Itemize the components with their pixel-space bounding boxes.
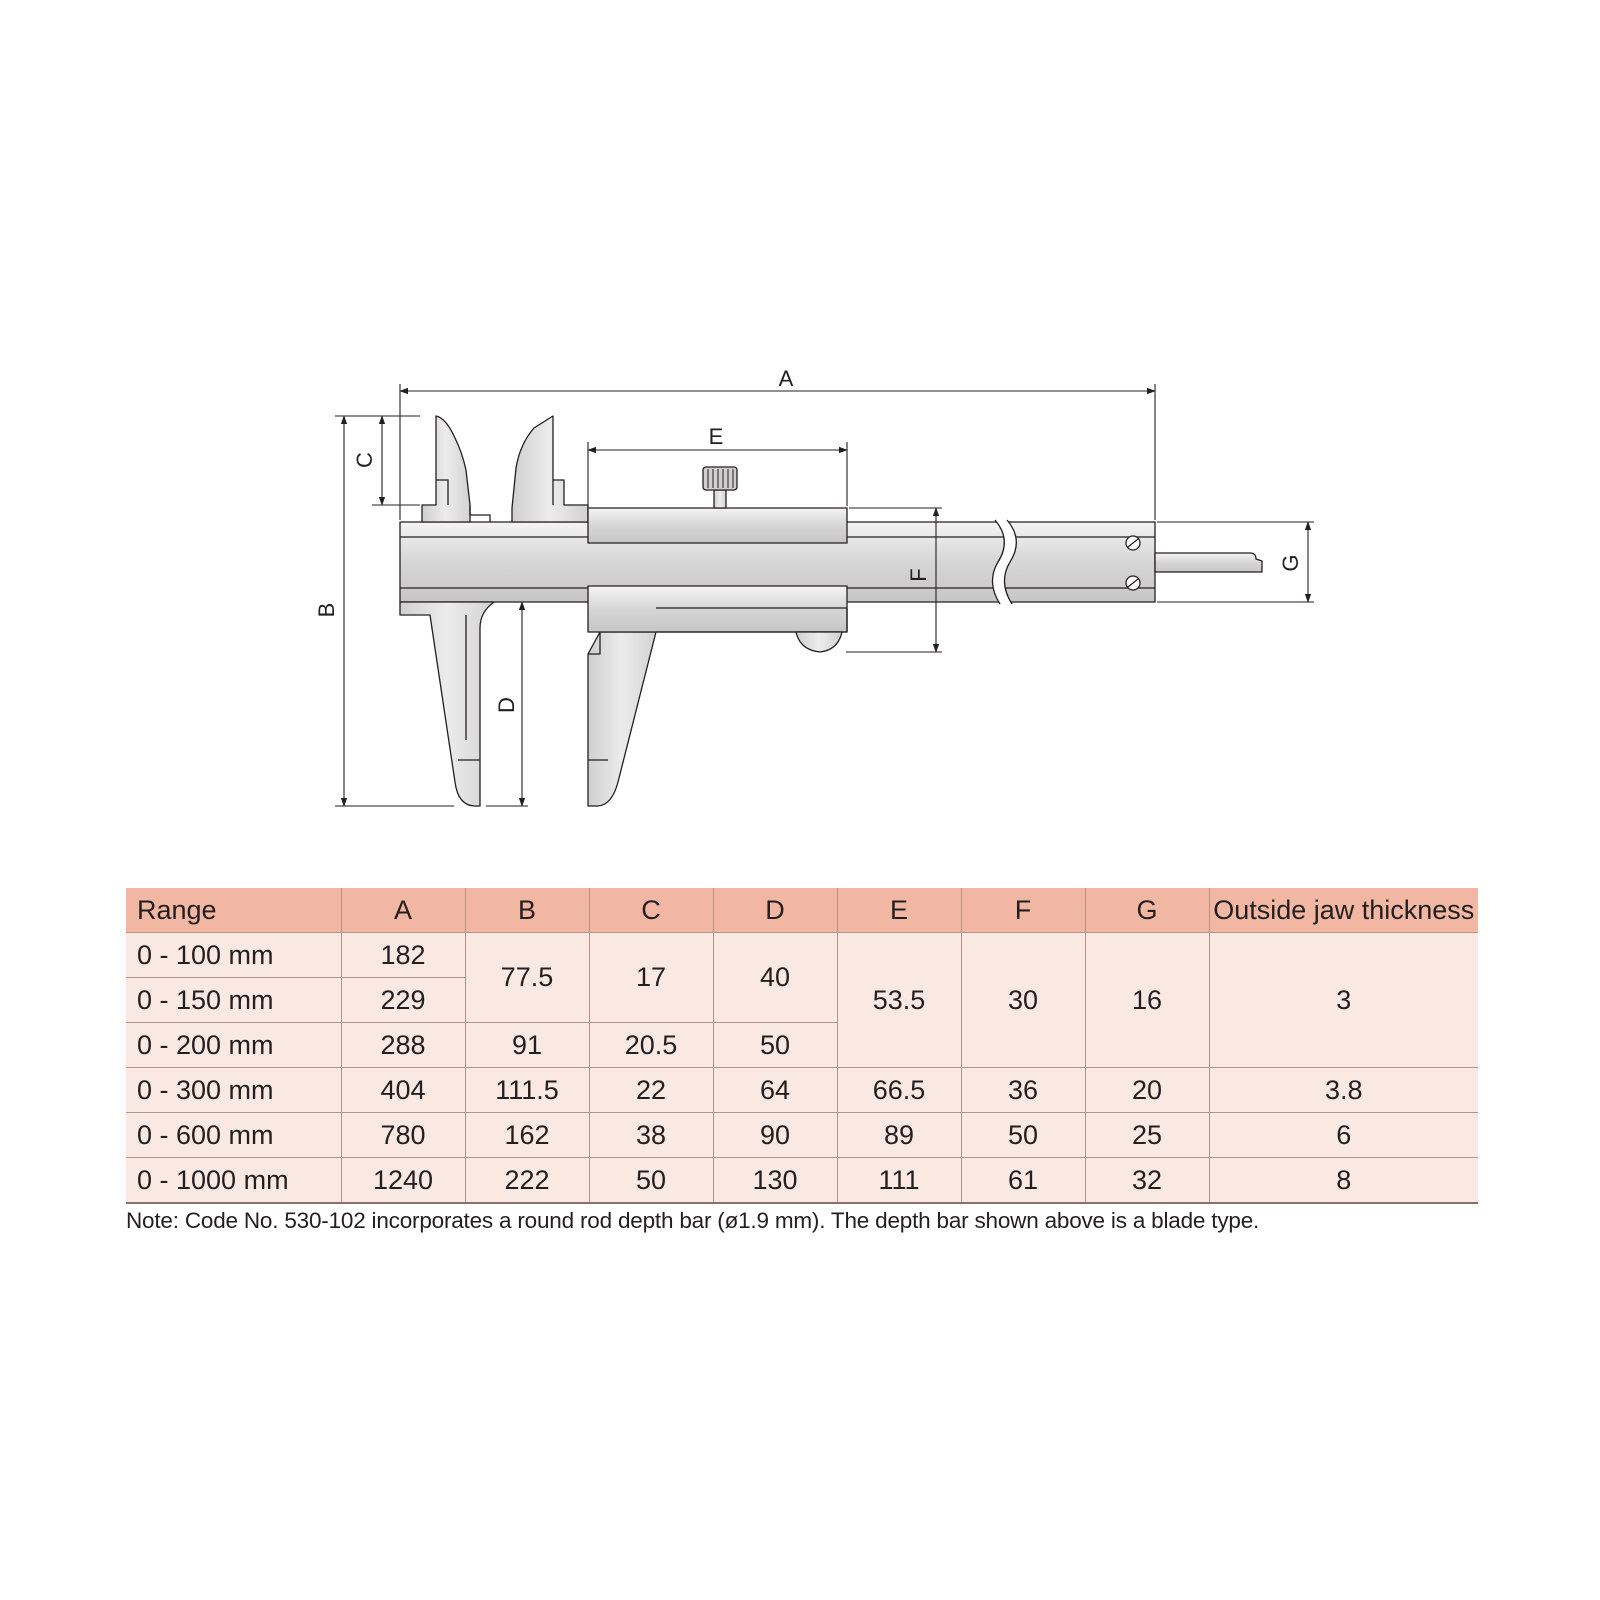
cell-range: 0 - 600 mm <box>126 1112 341 1158</box>
cell-a: 229 <box>340 977 465 1023</box>
fixed-upper-jaw <box>421 415 491 523</box>
dimension-f <box>846 507 942 653</box>
label-c: C <box>352 452 377 468</box>
label-g: G <box>1278 554 1303 571</box>
slider-body <box>587 507 848 633</box>
dimension-c <box>372 415 420 506</box>
header-a: A <box>340 888 465 933</box>
cell-a: 1240 <box>340 1157 465 1204</box>
cell-f: 30 <box>960 932 1085 1068</box>
cell-c: 38 <box>588 1112 713 1158</box>
table-row: 0 - 600 mm 780 162 38 90 89 50 25 6 <box>126 1112 1478 1158</box>
dimensions-table: Range A B C D E F G Outside jaw thicknes… <box>126 888 1478 1204</box>
table-row: 0 - 200 mm 288 91 20.5 50 <box>126 1022 1478 1068</box>
cell-thickness: 3.8 <box>1208 1067 1478 1113</box>
thumb-roller <box>795 631 843 653</box>
table-row: 0 - 100 mm 182 77.5 17 40 53.5 30 16 3 <box>126 932 1478 1068</box>
label-f: F <box>906 568 931 581</box>
cell-g: 25 <box>1084 1112 1209 1158</box>
caliper-dimension-diagram: A E B C D F G <box>314 366 1314 807</box>
cell-f: 36 <box>960 1067 1085 1113</box>
cell-g: 20 <box>1084 1067 1209 1113</box>
cell-c: 22 <box>588 1067 713 1113</box>
cell-range: 0 - 300 mm <box>126 1067 341 1113</box>
header-outside-jaw-thickness: Outside jaw thickness <box>1208 888 1478 933</box>
cell-b: 162 <box>464 1112 589 1158</box>
table-row: 0 - 1000 mm 1240 222 50 130 111 61 32 8 <box>126 1157 1478 1204</box>
label-d: D <box>494 697 519 713</box>
cell-b: 111.5 <box>464 1067 589 1113</box>
cell-e: 89 <box>836 1112 961 1158</box>
label-a: A <box>779 366 794 391</box>
beam-break <box>991 519 1017 605</box>
cell-a: 404 <box>340 1067 465 1113</box>
header-f: F <box>960 888 1085 933</box>
table-row: 0 - 300 mm 404 111.5 22 64 66.5 36 20 3.… <box>126 1067 1478 1113</box>
cell-d: 130 <box>712 1157 837 1204</box>
cell-d: 50 <box>712 1022 837 1068</box>
cell-range: 0 - 200 mm <box>126 1022 341 1068</box>
cell-a: 288 <box>340 1022 465 1068</box>
movable-upper-jaw <box>511 415 589 523</box>
cell-b: 91 <box>464 1022 589 1068</box>
dimension-d <box>486 601 528 807</box>
cell-g: 16 <box>1084 932 1209 1068</box>
dimension-a <box>399 384 1156 520</box>
fixed-lower-jaw <box>399 601 495 807</box>
movable-lower-jaw <box>587 631 657 807</box>
cell-thickness: 6 <box>1208 1112 1478 1158</box>
label-b: B <box>314 603 339 618</box>
cell-c: 17 <box>588 932 713 1023</box>
cell-b: 222 <box>464 1157 589 1204</box>
footnote: Note: Code No. 530-102 incorporates a ro… <box>126 1208 1260 1233</box>
dimension-g <box>1157 521 1314 603</box>
cell-thickness: 8 <box>1208 1157 1478 1204</box>
cell-e: 66.5 <box>836 1067 961 1113</box>
cell-f: 50 <box>960 1112 1085 1158</box>
header-g: G <box>1084 888 1209 933</box>
cell-a: 780 <box>340 1112 465 1158</box>
depth-bar <box>1154 552 1263 573</box>
cell-c: 50 <box>588 1157 713 1204</box>
header-range: Range <box>126 888 341 933</box>
cell-thickness: 3 <box>1208 932 1478 1068</box>
header-e: E <box>836 888 961 933</box>
cell-d: 64 <box>712 1067 837 1113</box>
cell-range: 0 - 150 mm <box>126 977 341 1023</box>
cell-range: 0 - 1000 mm <box>126 1157 341 1204</box>
cell-d: 90 <box>712 1112 837 1158</box>
cell-a: 182 <box>340 932 465 978</box>
table-row: 0 - 150 mm 229 <box>126 977 1478 1023</box>
cell-e: 53.5 <box>836 932 961 1068</box>
table-header-row: Range A B C D E F G Outside jaw thicknes… <box>126 888 1478 933</box>
cell-range: 0 - 100 mm <box>126 932 341 978</box>
cell-g: 32 <box>1084 1157 1209 1204</box>
header-d: D <box>712 888 837 933</box>
label-e: E <box>709 424 724 449</box>
cell-f: 61 <box>960 1157 1085 1204</box>
cell-d: 40 <box>712 932 837 1023</box>
cell-e: 111 <box>836 1157 961 1204</box>
cell-c: 20.5 <box>588 1022 713 1068</box>
header-c: C <box>588 888 713 933</box>
beam-screws <box>1125 535 1141 591</box>
header-b: B <box>464 888 589 933</box>
dimension-e <box>587 442 848 506</box>
cell-b: 77.5 <box>464 932 589 1023</box>
lock-screw <box>702 466 738 509</box>
